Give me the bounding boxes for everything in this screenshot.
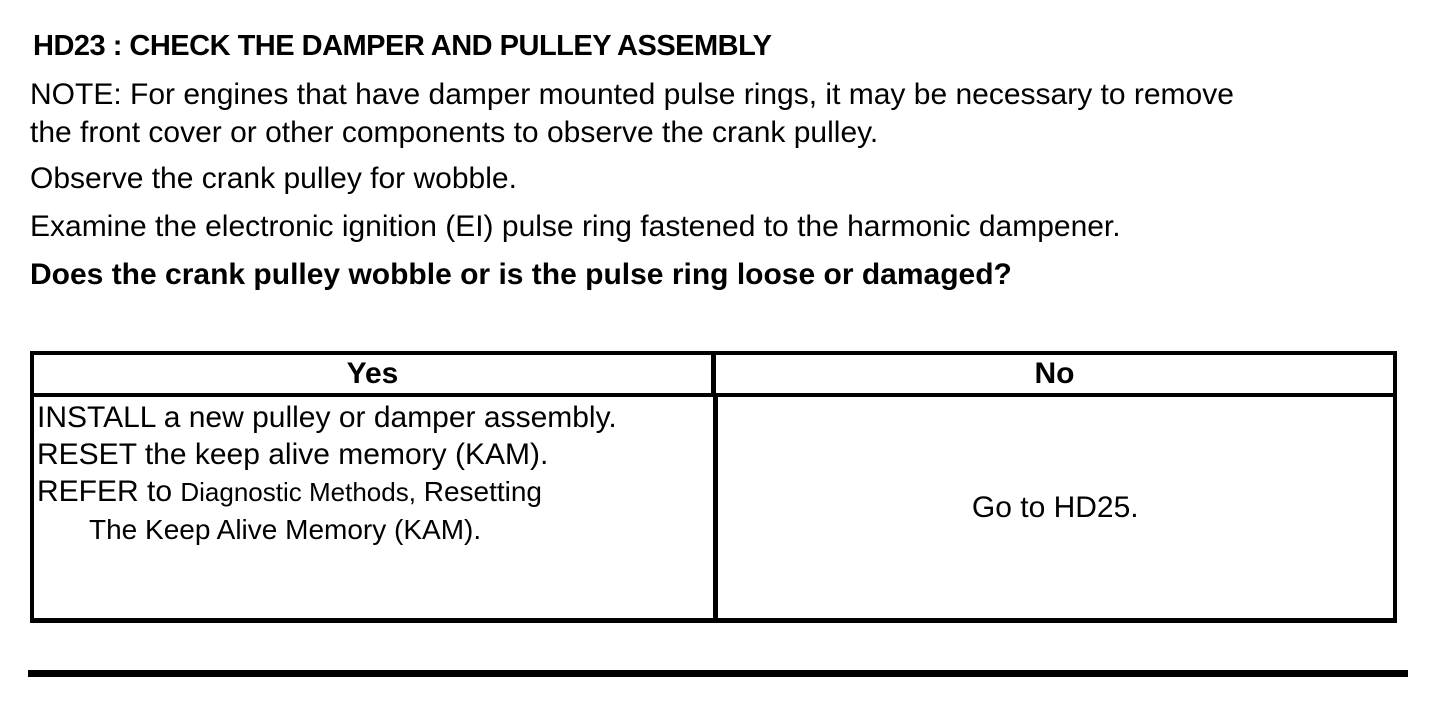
no-column-header: No <box>1034 357 1075 390</box>
instruction-examine-pulse-ring: Examine the electronic ignition (EI) pul… <box>30 210 1121 243</box>
no-action-cell: Go to HD25. <box>718 397 1394 618</box>
reference-title-part3: The Keep Alive Memory (KAM). <box>89 514 482 545</box>
yes-action-install: INSTALL a new pulley or damper assembly. <box>37 401 617 434</box>
note-line-1: NOTE: For engines that have damper mount… <box>30 78 1234 111</box>
yes-action-cell: INSTALL a new pulley or damper assembly.… <box>34 397 718 618</box>
question-text: Does the crank pulley wobble or is the p… <box>30 258 1012 291</box>
decision-table: Yes No INSTALL a new pulley or damper as… <box>30 351 1397 623</box>
decision-table-header-row: Yes No <box>34 355 1393 397</box>
no-action-text: Go to HD25. <box>971 490 1139 524</box>
page-heading: HD23 : CHECK THE DAMPER AND PULLEY ASSEM… <box>33 30 772 62</box>
reference-title-part1: Diagnostic Methods, <box>180 477 416 507</box>
yes-action-refer: REFER to Diagnostic Methods, Resetting <box>37 473 713 511</box>
yes-column-header: Yes <box>34 355 716 393</box>
decision-table-body-row: INSTALL a new pulley or damper assembly.… <box>34 397 1393 618</box>
note-paragraph: NOTE: For engines that have damper mount… <box>30 76 1234 152</box>
note-line-2: the front cover or other components to o… <box>30 116 879 149</box>
yes-action-reset: RESET the keep alive memory (KAM). <box>37 438 549 471</box>
refer-prefix: REFER to <box>37 475 181 508</box>
reference-title-part2: Resetting <box>415 476 543 507</box>
bottom-divider-rule <box>28 670 1408 677</box>
instruction-observe-pulley: Observe the crank pulley for wobble. <box>30 162 517 195</box>
